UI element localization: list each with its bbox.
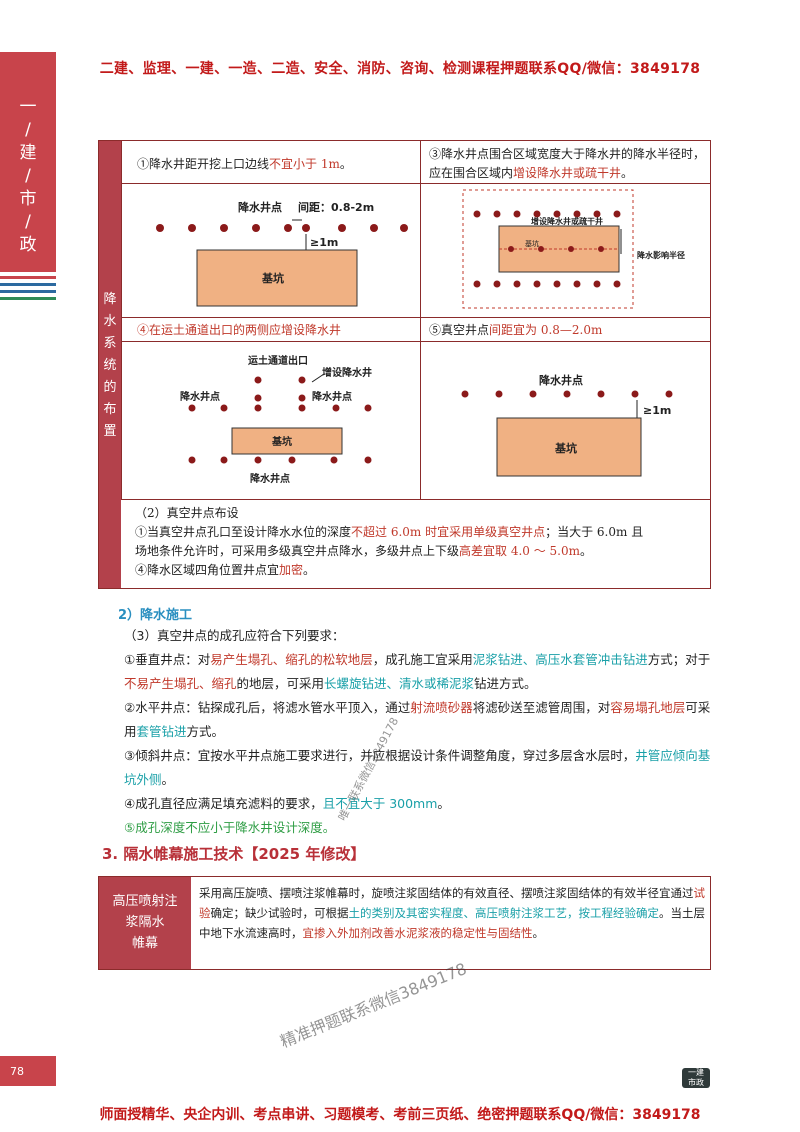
label-min-distance: ≥1m bbox=[310, 236, 338, 249]
side-tab-char: 一 bbox=[19, 97, 37, 117]
diagram-exit-wells: 运土通道出口 增设降水井 降水井点 降水井点 基坑 降水井点 bbox=[180, 354, 372, 485]
layout-rule-1: ①降水井距开挖上口边线不宜小于 1m。 bbox=[137, 157, 352, 171]
dewatering-layout-table: 降 水 系 统 的 布 置 ①降水井距开挖上口边线不宜小于 1m。 ③降水井点围… bbox=[98, 140, 711, 589]
horizontal-well-rule: ②水平井点：钻探成孔后，将滤水管水平顶入，通过射流喷砂器将滤砂送至滤管周围，对容… bbox=[124, 700, 711, 739]
curtain-label-line: 浆隔水 bbox=[125, 915, 165, 930]
label-added-wells: 增设降水井或疏干井 bbox=[531, 216, 603, 226]
side-tab-char: 建 bbox=[19, 143, 37, 163]
curtain-table: 高压喷射注 浆隔水 帷幕 采用高压旋喷、摆喷注浆帷幕时，旋喷注浆固结体的有效直径… bbox=[98, 876, 711, 970]
bottom-banner: 师面授精华、央企内训、考点串讲、习题模考、考前三页纸、绝密押题联系QQ/微信：3… bbox=[99, 1107, 701, 1123]
curtain-description: 采用高压旋喷、摆喷注浆帷幕时，旋喷注浆固结体的有效直径、摆喷注浆固结体的有效半径… bbox=[199, 886, 705, 940]
side-tab-char: / bbox=[25, 212, 31, 232]
label-added-wells: 增设降水井 bbox=[322, 366, 372, 379]
layout-rule-5: ⑤真空井点间距宜为 0.8—2.0m bbox=[429, 323, 603, 337]
page-number: 78 bbox=[0, 1056, 56, 1086]
label-well-points-bottom: 降水井点 bbox=[250, 472, 290, 485]
side-label-char: 降 bbox=[103, 292, 117, 307]
label-well-points: 降水井点 bbox=[238, 200, 282, 214]
label-well-points: 降水井点 bbox=[539, 373, 583, 387]
vacuum-rule-1-cont: 场地条件允许时，可采用多级真空井点降水，多级井点上下级高差宜取 4.0 ～ 5.… bbox=[135, 544, 593, 558]
side-label-char: 置 bbox=[103, 424, 117, 439]
layout-side-label: 降 水 系 统 的 布 置 bbox=[99, 141, 121, 588]
diagram-well-spacing: 降水井点 间距：0.8-2m ≥1m 基坑 bbox=[156, 200, 408, 307]
construction-body: （3）真空井点的成孔应符合下列要求： ①垂直井点：对易产生塌孔、缩孔的松软地层，… bbox=[104, 624, 716, 840]
vacuum-rule-4: ④降水区域四角位置井点宜加密。 bbox=[135, 563, 316, 577]
curtain-label-line: 高压喷射注 bbox=[112, 894, 178, 909]
side-label-char: 水 bbox=[103, 314, 117, 329]
curtain-label-line: 帷幕 bbox=[131, 936, 158, 951]
decorative-stripes bbox=[0, 276, 56, 304]
side-label-char: 统 bbox=[103, 358, 117, 373]
inclined-well-rule: ③倾斜井点：宜按水平井点施工要求进行，并应根据设计条件调整角度，穿过多层含水层时… bbox=[124, 748, 711, 787]
vacuum-rule-1: ①当真空井点孔口至设计降水水位的深度不超过 6.0m 时宜采用单级真空井点；当大… bbox=[135, 525, 644, 539]
label-well-points-right: 降水井点 bbox=[312, 390, 352, 403]
label-spacing: 间距：0.8-2m bbox=[298, 201, 374, 214]
vacuum-title: （2）真空井点布设 bbox=[135, 506, 239, 520]
top-banner: 二建、监理、一建、一造、二造、安全、消防、咨询、检测课程押题联系QQ/微信：38… bbox=[99, 61, 701, 77]
label-pit: 基坑 bbox=[554, 441, 577, 455]
layout-rule-3: ③降水井点围合区域宽度大于降水井的降水半径时，应在围合区域内增设降水井或疏干井。 bbox=[429, 147, 706, 180]
layout-rule-4: ④在运土通道出口的两侧应增设降水井 bbox=[137, 323, 342, 337]
section-heading-dewatering-construction: 2）降水施工 bbox=[118, 608, 193, 623]
hole-depth-rule: ⑤成孔深度不应小于降水井设计深度。 bbox=[124, 820, 336, 835]
construction-intro: （3）真空井点的成孔应符合下列要求： bbox=[124, 628, 345, 643]
corner-logo: 一建市政 bbox=[682, 1068, 710, 1088]
label-influence-radius: 降水影响半径 bbox=[637, 250, 685, 260]
side-tab-char: / bbox=[25, 120, 31, 140]
diagram-vacuum-spacing: 降水井点 ≥1m 基坑 bbox=[461, 373, 673, 477]
side-label-char: 系 bbox=[103, 336, 117, 351]
side-tab-char: / bbox=[25, 166, 31, 186]
label-pit: 基坑 bbox=[261, 271, 284, 285]
label-well-points-left: 降水井点 bbox=[180, 390, 220, 403]
label-min-distance: ≥1m bbox=[643, 404, 671, 417]
side-tab-char: 政 bbox=[19, 235, 37, 255]
vertical-well-rule: ①垂直井点：对易产生塌孔、缩孔的松软地层，成孔施工宜采用泥浆钻进、高压水套管冲击… bbox=[124, 652, 711, 691]
side-label-char: 的 bbox=[103, 380, 117, 395]
label-pit: 基坑 bbox=[525, 239, 539, 248]
chapter-side-tab: 一 / 建 / 市 / 政 bbox=[0, 52, 56, 272]
diagram-radius-wells: 增设降水井或疏干井 基坑 降水影响半径 bbox=[462, 189, 685, 309]
section-heading-curtain: 3. 隔水帷幕施工技术【2025 年修改】 bbox=[102, 845, 366, 863]
vacuum-layout-block: （2）真空井点布设 ①当真空井点孔口至设计降水水位的深度不超过 6.0m 时宜采… bbox=[121, 499, 710, 588]
side-label-char: 布 bbox=[103, 402, 117, 417]
curtain-label: 高压喷射注 浆隔水 帷幕 bbox=[99, 877, 191, 969]
label-haul-exit: 运土通道出口 bbox=[248, 354, 308, 367]
side-tab-char: 市 bbox=[19, 189, 37, 209]
hole-diameter-rule: ④成孔直径应满足填充滤料的要求，且不宜大于 300mm。 bbox=[124, 796, 450, 811]
label-pit: 基坑 bbox=[271, 435, 292, 448]
